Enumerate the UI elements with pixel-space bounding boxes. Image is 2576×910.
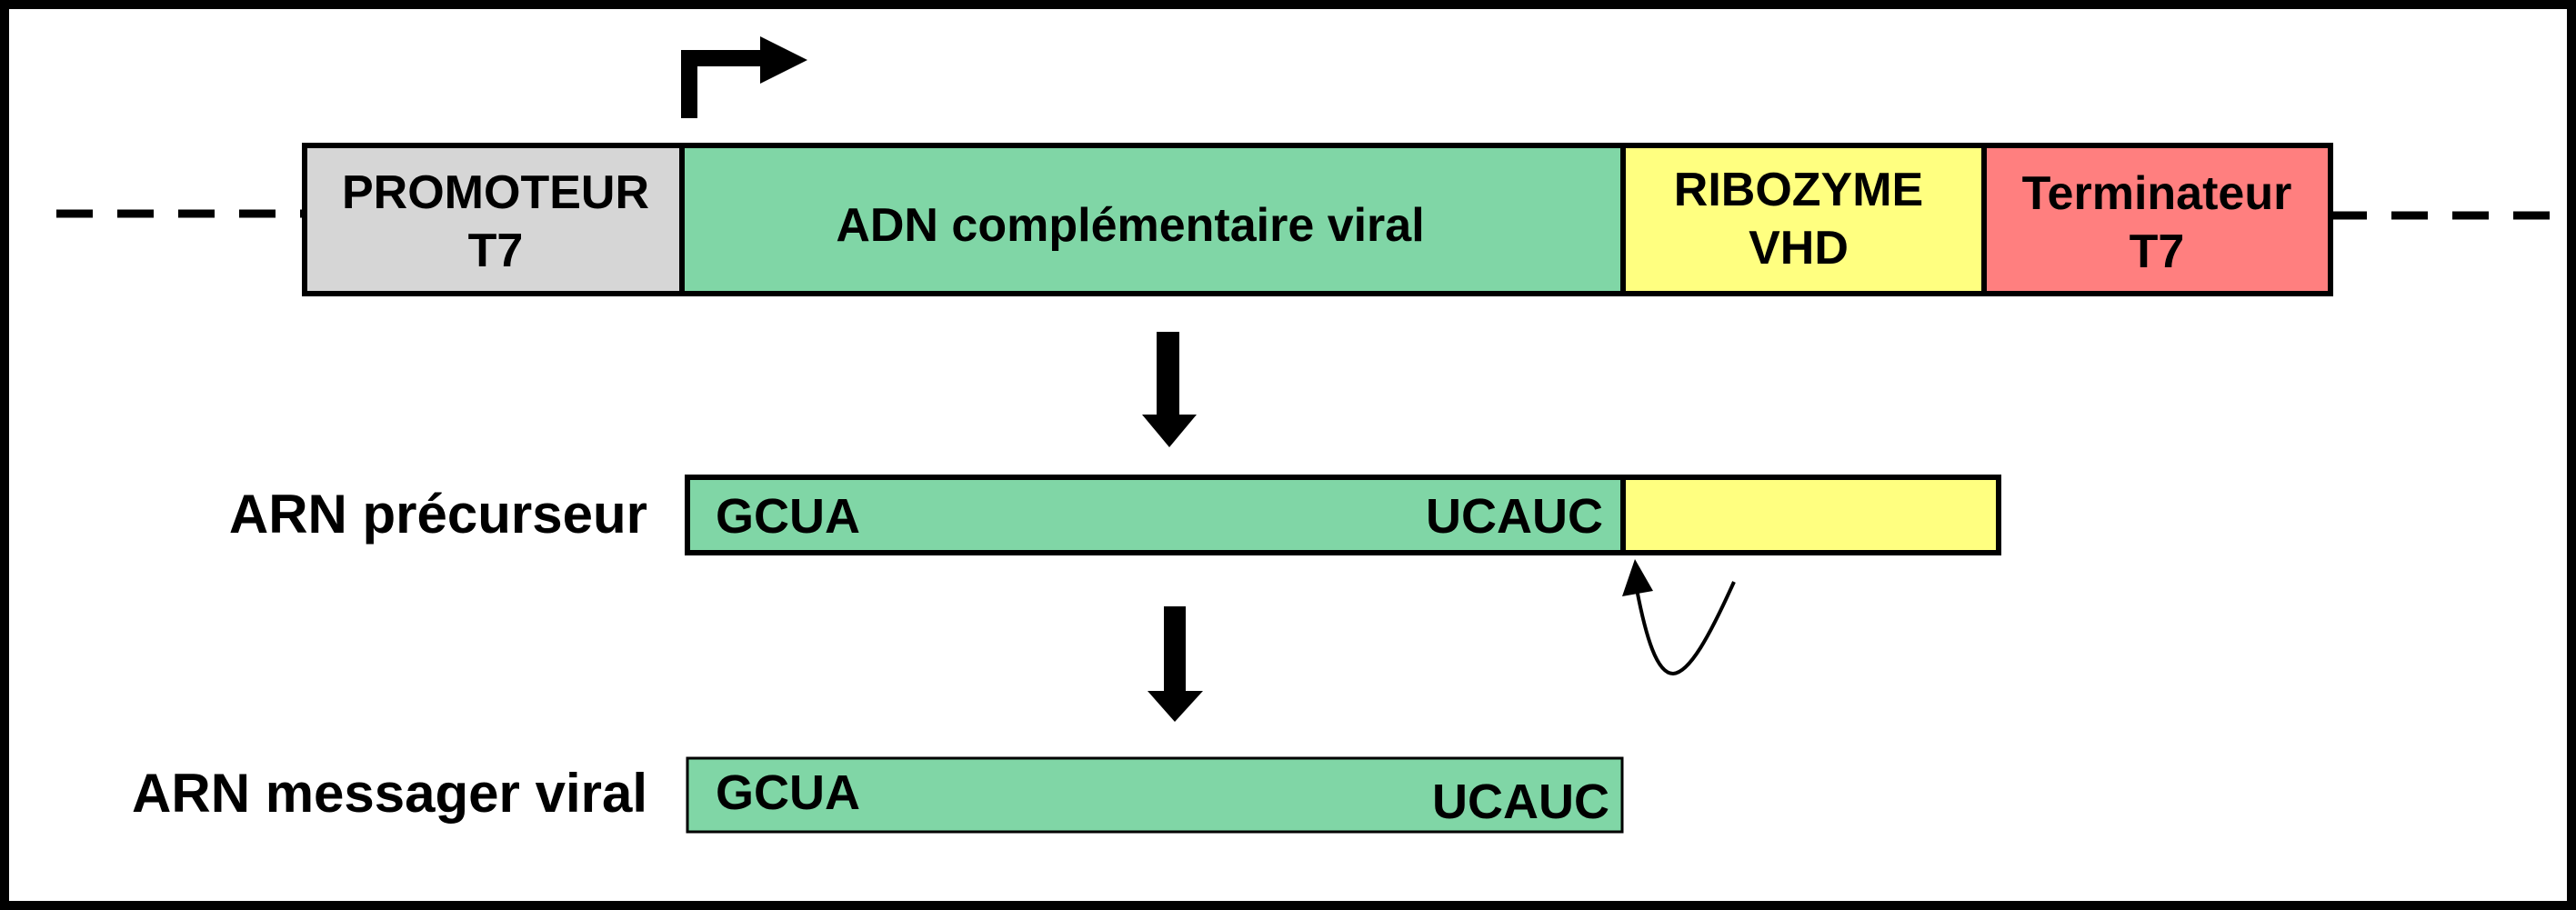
- cdna-label: ADN complémentaire viral: [836, 199, 1424, 252]
- precursor-ribozyme-segment: [1620, 475, 2001, 555]
- transcription-start-arrow: [681, 50, 764, 118]
- cdna-box: [679, 143, 1626, 296]
- maturation-arrow-head: [1148, 691, 1203, 722]
- transcription-start-arrowhead: [760, 36, 807, 84]
- ribozyme-label-line1: RIBOZYME: [1674, 164, 1923, 216]
- transcription-arrow-shaft: [1157, 332, 1179, 416]
- ribozyme-self-cleavage-arrow: [1635, 581, 1736, 676]
- messenger-rna-segment: [686, 756, 1624, 834]
- messenger-3prime-sequence: UCAUC: [1432, 775, 1609, 829]
- terminator-label-line1: Terminateur: [2022, 167, 2292, 220]
- ribozyme-box: [1620, 143, 1987, 296]
- precursor-label: ARN précurseur: [229, 484, 647, 545]
- promoter-label-line1: PROMOTEUR: [342, 166, 649, 219]
- promoter-label-line2: T7: [468, 225, 524, 277]
- ribozyme-self-cleavage-arrowhead: [1622, 559, 1653, 596]
- messenger-label: ARN messager viral: [132, 763, 647, 824]
- maturation-arrow-shaft: [1164, 606, 1186, 693]
- precursor-5prime-sequence: GCUA: [716, 489, 860, 544]
- precursor-3prime-sequence: UCAUC: [1426, 489, 1603, 544]
- ribozyme-label-line2: VHD: [1749, 222, 1849, 275]
- precursor-viral-segment: [685, 475, 1626, 555]
- terminator-label-line2: T7: [2130, 225, 2185, 278]
- transcription-arrow-head: [1142, 415, 1197, 447]
- terminator-box: [1981, 143, 2333, 296]
- messenger-5prime-sequence: GCUA: [716, 765, 860, 820]
